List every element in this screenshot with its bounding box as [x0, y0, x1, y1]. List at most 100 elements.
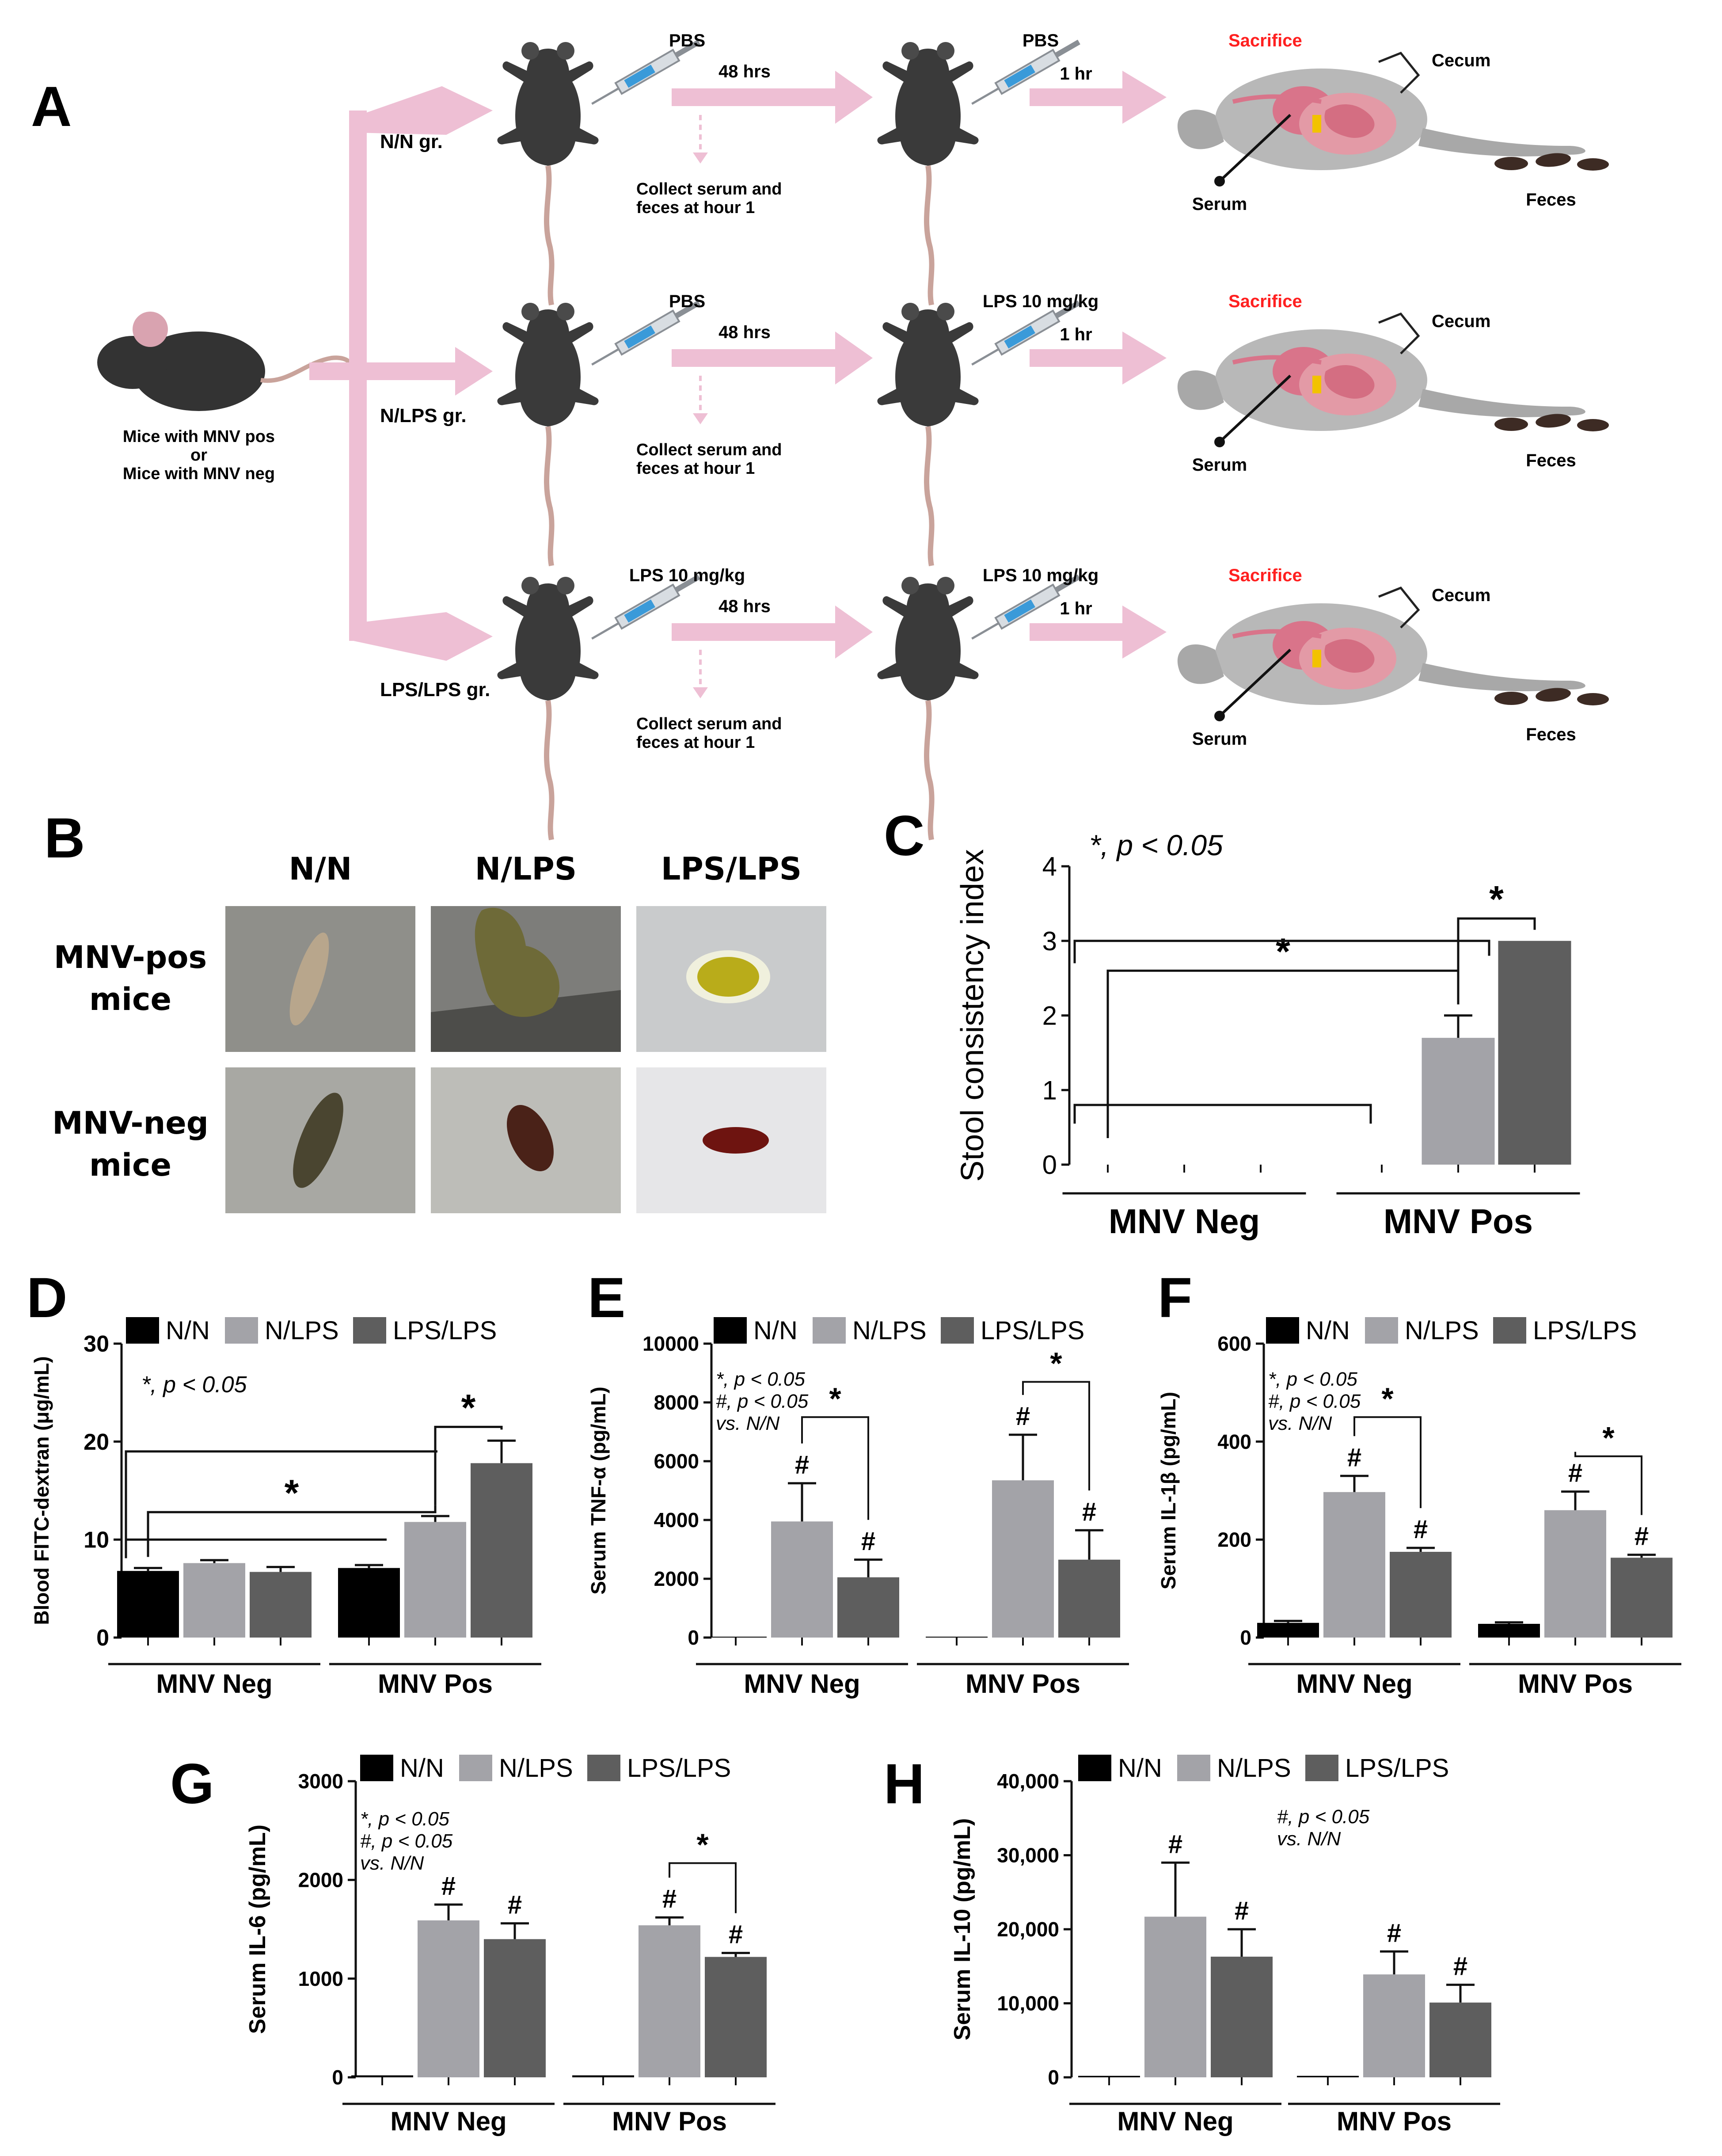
feces-label: Feces — [1526, 190, 1576, 210]
panel-b-label: B — [44, 807, 85, 870]
legend-swatch — [353, 1317, 386, 1344]
group-label: MNV Pos — [612, 2106, 727, 2136]
injection-2-label: LPS 10 mg/kg — [983, 566, 1099, 585]
collect-label-2: feces at hour 1 — [636, 198, 755, 217]
legend-swatch — [1365, 1317, 1398, 1344]
sacrifice-label: Sacrifice — [1228, 292, 1302, 311]
significance-note: vs. N/N — [360, 1852, 424, 1874]
significance-note: vs. N/N — [716, 1413, 779, 1434]
legend-swatch — [941, 1317, 974, 1344]
mouse-anatomy-icon — [1178, 329, 1585, 431]
y-tick-label: 8000 — [654, 1391, 699, 1414]
feces-label: Feces — [1526, 451, 1576, 470]
bar-lps-lps — [1390, 1552, 1452, 1638]
hash-mark: # — [1568, 1459, 1582, 1488]
bar-n-lps — [1544, 1510, 1606, 1638]
legend-swatch — [1078, 1755, 1111, 1781]
group-label: MNV Neg — [156, 1669, 272, 1699]
significance-note: *, p < 0.05 — [360, 1808, 449, 1830]
significance-note: #, p < 0.05 — [360, 1830, 453, 1852]
serum-label: Serum — [1192, 194, 1247, 214]
arrow-1hr — [1030, 71, 1167, 124]
panel-a: A Mice with MNV pos or Mice with MNV neg… — [31, 31, 1609, 840]
significance-note: vs. N/N — [1268, 1413, 1332, 1434]
legend-swatch — [1177, 1755, 1210, 1781]
legend-swatch — [1305, 1755, 1338, 1781]
baseline-bracket — [1073, 1104, 1372, 1124]
start-label-or: or — [190, 446, 207, 465]
y-tick-label: 3000 — [298, 1770, 343, 1793]
significance-note: #, p < 0.05 — [716, 1390, 809, 1412]
serum-pointer — [1218, 374, 1292, 443]
bar-n-lps — [639, 1925, 700, 2077]
significance-bracket — [147, 1505, 437, 1557]
legend-swatch — [587, 1755, 620, 1781]
serum-label: Serum — [1192, 729, 1247, 749]
cecum-label: Cecum — [1432, 586, 1490, 605]
y-tick-label: 40,000 — [997, 1770, 1059, 1793]
injection-2-label: PBS — [1023, 31, 1059, 50]
bar-n-n — [705, 1637, 767, 1638]
bar-n-n — [572, 2075, 634, 2077]
cecum-label: Cecum — [1432, 312, 1490, 331]
svg-text:G: G — [170, 1752, 214, 1816]
legend-label: LPS/LPS — [393, 1316, 497, 1345]
group-label: N/LPS gr. — [380, 405, 467, 427]
panel-h-label: H — [884, 1752, 924, 1816]
bar-n-lps — [1363, 1974, 1425, 2077]
bar-lps-lps — [1211, 1956, 1273, 2077]
photo-neg-nlps — [431, 1067, 621, 1213]
collect-label-2: feces at hour 1 — [636, 459, 755, 478]
bar-n-lps — [183, 1563, 245, 1638]
y-tick-label: 0 — [1042, 1150, 1057, 1180]
injection-1-label: PBS — [669, 31, 705, 50]
y-tick-label: 3 — [1042, 926, 1057, 956]
serum-pointer — [1218, 114, 1292, 183]
legend-label: N/N — [166, 1316, 210, 1345]
cecum-label: Cecum — [1432, 51, 1490, 70]
bar-n-lps — [1323, 1492, 1385, 1638]
legend-swatch — [126, 1317, 159, 1344]
legend-swatch — [813, 1317, 846, 1344]
arrow-48hrs — [672, 606, 873, 659]
group-label: LPS/LPS gr. — [380, 679, 490, 701]
y-tick-label: 0 — [332, 2066, 343, 2089]
hash-mark: # — [1414, 1515, 1428, 1544]
hash-mark: # — [1168, 1830, 1182, 1859]
group-label: N/N gr. — [380, 131, 443, 152]
legend-label: N/N — [1306, 1316, 1350, 1345]
significance-bracket — [434, 1425, 503, 1505]
significance-bracket — [1353, 1416, 1422, 1508]
y-axis-label: Serum IL-1β (pg/mL) — [1157, 1392, 1180, 1589]
hash-mark: # — [441, 1872, 456, 1901]
significance-bracket — [1022, 1381, 1090, 1491]
collect-label-1: Collect serum and — [636, 715, 782, 733]
panel-d-label: D — [27, 1266, 67, 1329]
bar-n-n — [926, 1637, 988, 1638]
col-label-nlps: N/LPS — [475, 851, 577, 887]
serum-dot — [1214, 711, 1225, 721]
legend-swatch — [459, 1755, 492, 1781]
bar-lps-lps — [1611, 1558, 1673, 1638]
y-tick-label: 20 — [84, 1429, 109, 1455]
baseline-bracket — [125, 1538, 387, 1558]
interval-2-label: 1 hr — [1060, 599, 1092, 618]
significance-star: * — [696, 1827, 709, 1862]
hash-mark: # — [729, 1920, 743, 1949]
start-mouse-icon — [97, 312, 352, 411]
svg-text:E: E — [588, 1266, 625, 1329]
mouse-anatomy-icon — [1178, 603, 1585, 705]
svg-text:C: C — [884, 804, 924, 868]
bar-n-n — [1478, 1623, 1540, 1638]
significance-star: * — [285, 1472, 299, 1513]
legend-label: N/LPS — [265, 1316, 339, 1345]
y-axis-label: Serum IL-6 (pg/mL) — [245, 1825, 270, 2034]
bar-lps-lps — [1058, 1559, 1120, 1638]
mouse-1-icon — [497, 42, 598, 305]
y-tick-label: 1 — [1042, 1075, 1057, 1105]
bar-n-n — [1078, 2076, 1140, 2077]
row-label-pos-2: mice — [89, 981, 171, 1017]
